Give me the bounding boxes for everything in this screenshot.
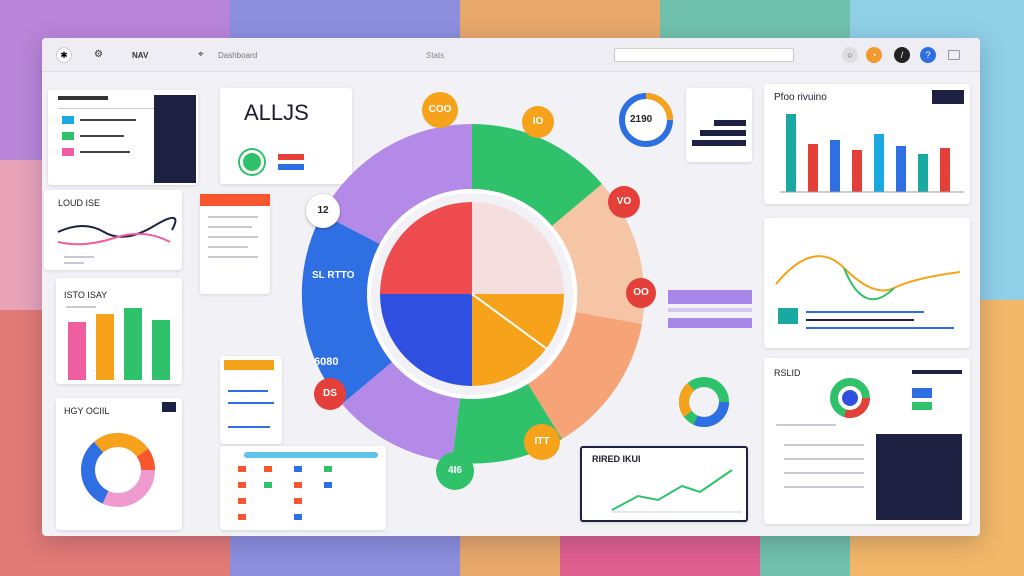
bar [68, 322, 86, 380]
donut-title: HGY OCIIL [64, 406, 110, 416]
clock-icon[interactable]: ◔ [866, 47, 882, 63]
progress-card [662, 268, 756, 348]
right-list-card: RSLID [764, 358, 970, 524]
summary-title: ALLJS [244, 100, 309, 125]
bar [852, 150, 862, 192]
bottom-chart-title: RIRED IKUI [592, 454, 641, 464]
pen-icon[interactable]: / [894, 47, 910, 63]
right-bar-chart-card: Pfoo rivuino [764, 84, 970, 204]
app-name: NAV [132, 51, 149, 60]
chart-icon [240, 150, 264, 174]
wheel-label-right: OO [626, 278, 656, 308]
wheel-label-right-mid: VO [608, 186, 640, 218]
right-bar-title: Pfoo rivuino [774, 92, 827, 103]
location-icon[interactable]: ⌖ [198, 49, 204, 60]
line-chart-svg [57, 217, 177, 246]
wheel-label-bottom-left: DS [314, 378, 346, 410]
bar [786, 114, 796, 192]
bar [152, 320, 170, 380]
bar [874, 134, 884, 192]
small-donut-svg [679, 377, 729, 427]
bar [830, 140, 840, 192]
arrows-card [220, 356, 282, 444]
bar [940, 148, 950, 192]
line-chart-title: LOUD ISE [58, 198, 101, 208]
wheel-label-bottom: 4I6 [436, 452, 474, 490]
bar [896, 146, 906, 192]
bar-chart-title: ISTO ISAY [64, 290, 108, 300]
bar [918, 154, 928, 192]
legend-card [48, 90, 198, 185]
title-bar: ✱ ⚙ NAV ⌖ Dashboard Stats ○ ◔ / ? [42, 38, 980, 72]
wheel-label-left: 12 [306, 194, 340, 228]
help-icon[interactable]: ? [920, 47, 936, 63]
gauge-value: 2190 [630, 114, 653, 125]
center-label: Stats [426, 51, 445, 60]
right-curve-svg [775, 255, 961, 329]
right-curve-chart-card [764, 218, 970, 348]
right-list-title: RSLID [774, 368, 801, 378]
mini-bars-card [686, 88, 752, 162]
search-input[interactable] [614, 48, 794, 62]
bar [808, 144, 818, 192]
right-bar-chart-svg [780, 114, 964, 193]
donut-chart-card: HGY OCIIL [56, 398, 182, 530]
bar-chart-card: ISTO ISAY [56, 278, 182, 384]
gauge-card: 2190 [608, 86, 682, 152]
wheel-left-text: SL RTTO [312, 270, 355, 281]
line-chart-card: LOUD ISE [44, 190, 182, 270]
summary-card: ALLJS [220, 88, 352, 184]
bar [96, 314, 114, 380]
right-list-donut [830, 378, 870, 418]
central-wheel-chart [301, 123, 645, 464]
data-table [220, 446, 386, 530]
gauge-svg [619, 93, 673, 147]
bottom-line-chart-card: RIRED IKUI [580, 446, 748, 522]
wheel-label-top2: IO [522, 106, 554, 138]
user-icon[interactable]: ○ [842, 47, 858, 63]
bottom-line-svg [611, 469, 742, 513]
breadcrumb: Dashboard [218, 51, 258, 60]
wheel-left-number: 6080 [314, 356, 339, 368]
bar [124, 308, 142, 380]
wheel-label-bottom-right: ITT [524, 424, 560, 460]
wheel-label-top: COO [422, 92, 458, 128]
window-control-button[interactable] [948, 50, 960, 60]
settings-icon[interactable]: ⚙ [94, 49, 103, 60]
rates-card [200, 194, 270, 294]
menu-icon[interactable]: ✱ [56, 47, 72, 63]
donut-chart-svg [81, 433, 155, 507]
app-window: ✱ ⚙ NAV ⌖ Dashboard Stats ○ ◔ / ? ALLJS … [42, 38, 980, 536]
